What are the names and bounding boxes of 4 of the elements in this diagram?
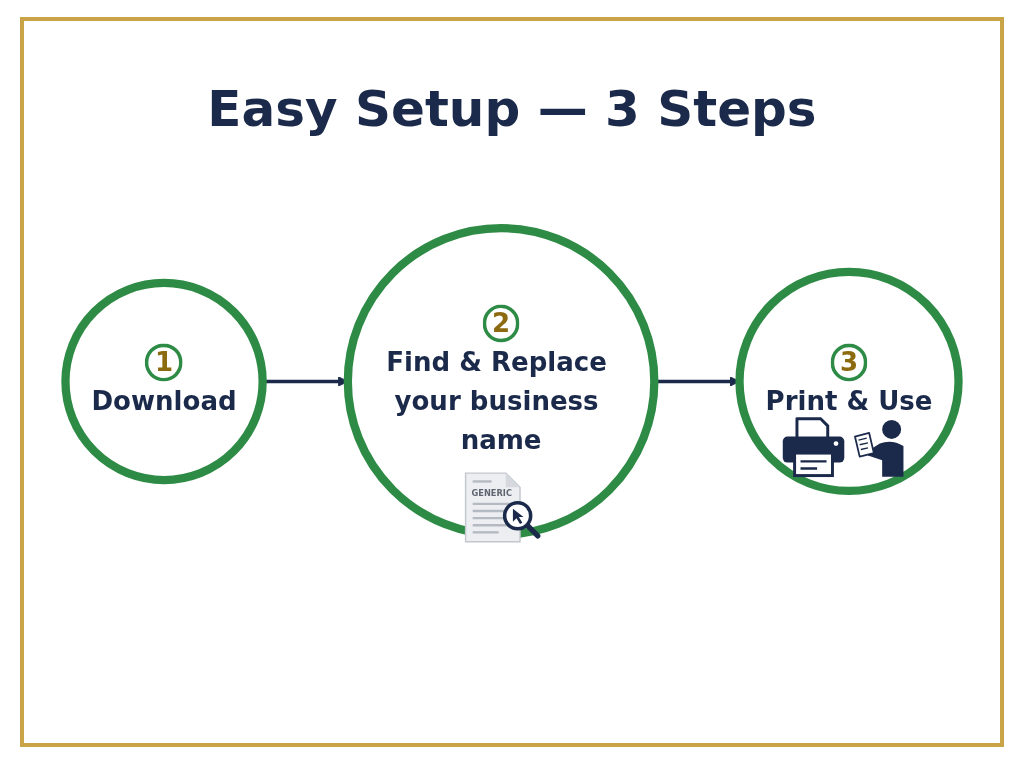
document-heading: GENERIC (471, 487, 512, 498)
node-circle: 3 Print & Use (735, 267, 963, 496)
title: Easy Setup — 3 Steps (207, 79, 817, 140)
node-circle: 1 Download (61, 278, 267, 485)
